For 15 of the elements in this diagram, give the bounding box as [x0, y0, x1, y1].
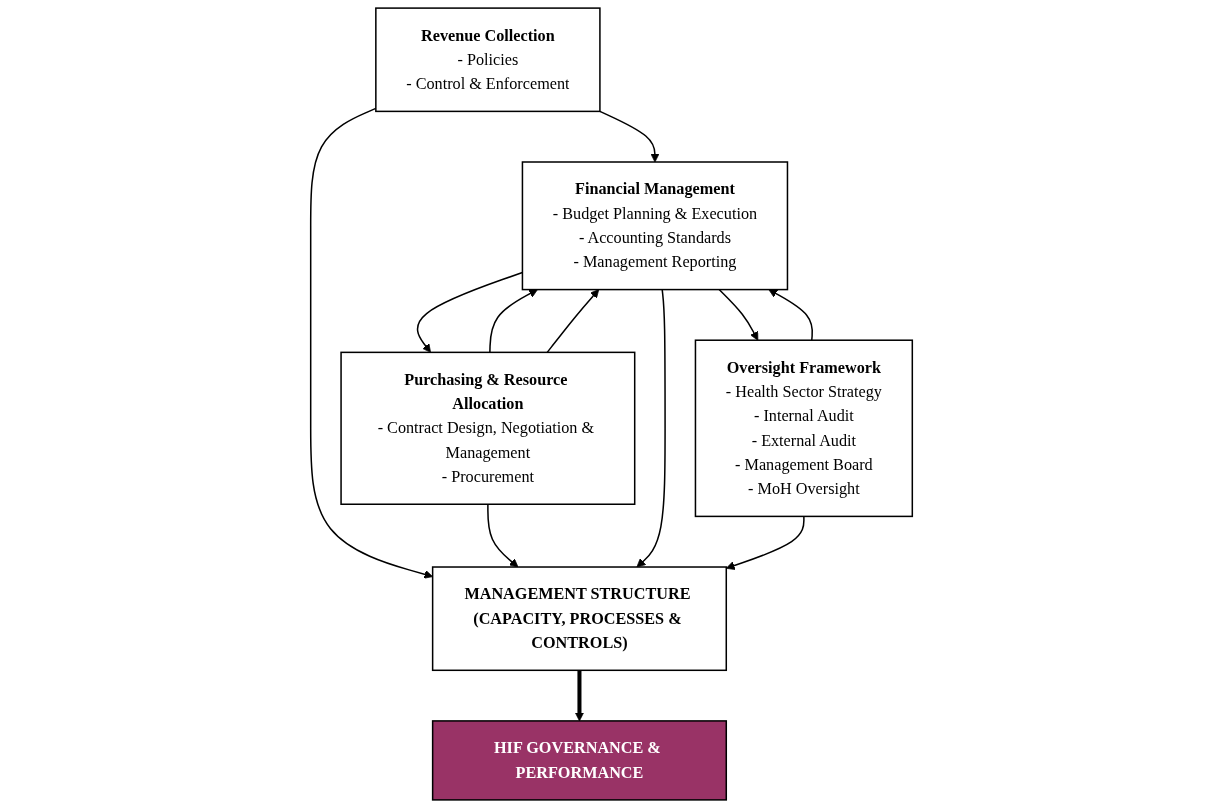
arrow [489, 289, 538, 354]
arrow [725, 515, 805, 570]
arrow [718, 288, 759, 341]
node-box: Financial Management - Budget Planning & Execution - Accounting Standards - Management Reporting [521, 161, 789, 291]
node-box: Purchasing & Resource Allocation - Contract Design, Negotiation & Management - Procurement [340, 351, 636, 505]
arrow [768, 289, 814, 341]
arrow [487, 503, 519, 568]
arrow [546, 289, 600, 354]
node-box: HIF GOVERNANCE & PERFORMANCE [431, 720, 728, 801]
arrow [636, 288, 666, 568]
arrow [575, 670, 584, 722]
node-box: MANAGEMENT STRUCTURE (CAPACITY, PROCESSES & CONTROLS) [431, 566, 728, 672]
node-box: Oversight Framework - Health Sector Strategy - Internal Audit - External Audit - Management Board - MoH Oversight [694, 339, 914, 518]
arrow [599, 110, 660, 163]
node-box: Revenue Collection - Policies - Control & Enforcement [375, 7, 601, 113]
